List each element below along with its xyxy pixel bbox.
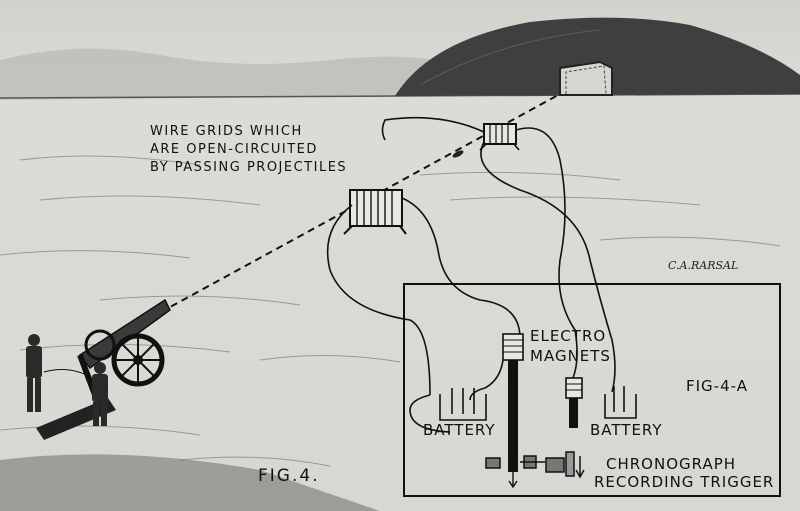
label-fig-4a: FIG-4-A bbox=[686, 377, 748, 395]
bunker-entrance bbox=[559, 60, 613, 96]
projectile bbox=[452, 150, 464, 158]
wire-grid-near bbox=[343, 189, 407, 235]
label-recording-trigger: RECORDING TRIGGER bbox=[594, 473, 775, 491]
label-wire-grids-line1: WIRE GRIDS WHICH bbox=[150, 124, 303, 139]
label-battery-right: BATTERY bbox=[590, 421, 663, 439]
lanyard bbox=[43, 369, 93, 379]
distant-hills bbox=[0, 48, 480, 100]
battery-right-cell bbox=[604, 386, 637, 419]
soldier-right bbox=[92, 362, 108, 426]
apparatus-box bbox=[403, 283, 781, 497]
foreground-shadow bbox=[0, 454, 380, 511]
soldier-left bbox=[26, 334, 42, 412]
label-chronograph: CHRONOGRAPH bbox=[606, 455, 737, 473]
target-mound bbox=[395, 17, 800, 96]
battery-left-cell bbox=[439, 388, 487, 421]
label-electro: ELECTRO bbox=[530, 327, 607, 345]
electromagnet-left bbox=[502, 333, 524, 489]
electromagnet-right bbox=[565, 377, 583, 428]
artist-signature: C.A.RARSAL bbox=[668, 259, 739, 272]
wire-grid-far bbox=[479, 123, 520, 151]
chronograph-trigger bbox=[485, 451, 585, 479]
label-magnets: MAGNETS bbox=[530, 347, 611, 365]
label-battery-left: BATTERY bbox=[423, 421, 496, 439]
label-wire-grids-line2: ARE OPEN-CIRCUITED bbox=[150, 142, 318, 157]
label-wire-grids-line3: BY PASSING PROJECTILES bbox=[150, 160, 348, 175]
label-fig-4: FIG.4. bbox=[258, 466, 320, 486]
